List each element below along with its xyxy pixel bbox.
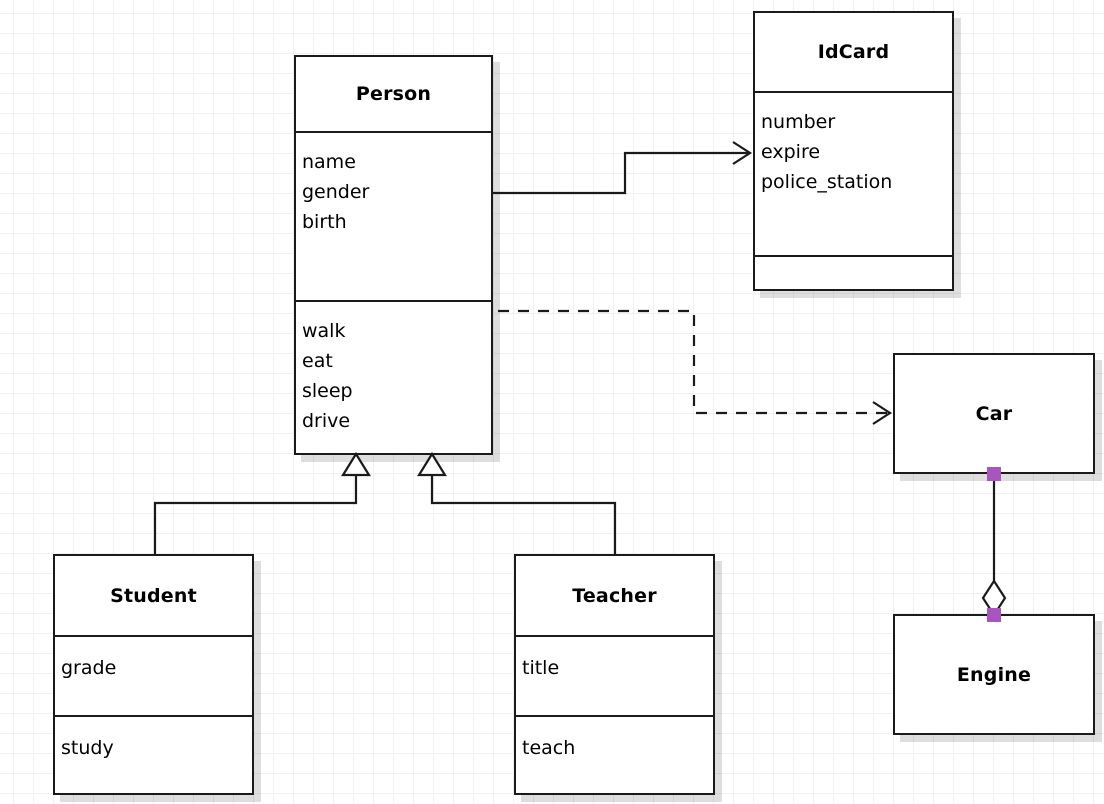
- class-title-teacher: Teacher: [516, 556, 713, 635]
- method-item: walk: [302, 320, 346, 342]
- class-box-teacher[interactable]: Teacher title teach: [514, 554, 715, 795]
- class-box-student[interactable]: Student grade study: [53, 554, 254, 795]
- method-item: study: [61, 737, 114, 759]
- class-title-idcard: IdCard: [755, 13, 952, 91]
- class-box-engine[interactable]: Engine: [893, 614, 1095, 735]
- relation-person-idcard[interactable]: [493, 141, 753, 195]
- relation-student-person[interactable]: [153, 451, 371, 554]
- relation-person-car[interactable]: [498, 309, 893, 425]
- class-title-student: Student: [55, 556, 252, 635]
- relation-teacher-person[interactable]: [417, 451, 617, 554]
- class-title-car: Car: [895, 355, 1093, 472]
- class-box-idcard[interactable]: IdCard number expire police_station: [753, 11, 954, 291]
- class-attributes-teacher: title: [516, 635, 713, 715]
- class-attributes-idcard: number expire police_station: [755, 91, 952, 255]
- attribute-item: number: [761, 111, 836, 133]
- class-methods-person: walk eat sleep drive: [296, 300, 491, 453]
- class-methods-teacher: teach: [516, 715, 713, 793]
- class-title-engine: Engine: [895, 616, 1093, 733]
- class-attributes-student: grade: [55, 635, 252, 715]
- method-item: teach: [522, 737, 576, 759]
- method-item: eat: [302, 350, 333, 372]
- class-attributes-person: name gender birth: [296, 131, 491, 300]
- class-methods-student: study: [55, 715, 252, 793]
- attribute-item: grade: [61, 657, 117, 679]
- attribute-item: title: [522, 657, 560, 679]
- attribute-item: expire: [761, 141, 821, 163]
- class-methods-idcard: [755, 255, 952, 289]
- attribute-item: gender: [302, 181, 370, 203]
- attribute-item: birth: [302, 211, 347, 233]
- class-title-person: Person: [296, 57, 491, 131]
- method-item: drive: [302, 410, 351, 432]
- relation-car-engine[interactable]: [981, 467, 1007, 622]
- attribute-item: name: [302, 151, 356, 173]
- class-box-person[interactable]: Person name gender birth walk eat sleep …: [294, 55, 493, 455]
- method-item: sleep: [302, 380, 353, 402]
- attribute-item: police_station: [761, 171, 893, 193]
- class-box-car[interactable]: Car: [893, 353, 1095, 474]
